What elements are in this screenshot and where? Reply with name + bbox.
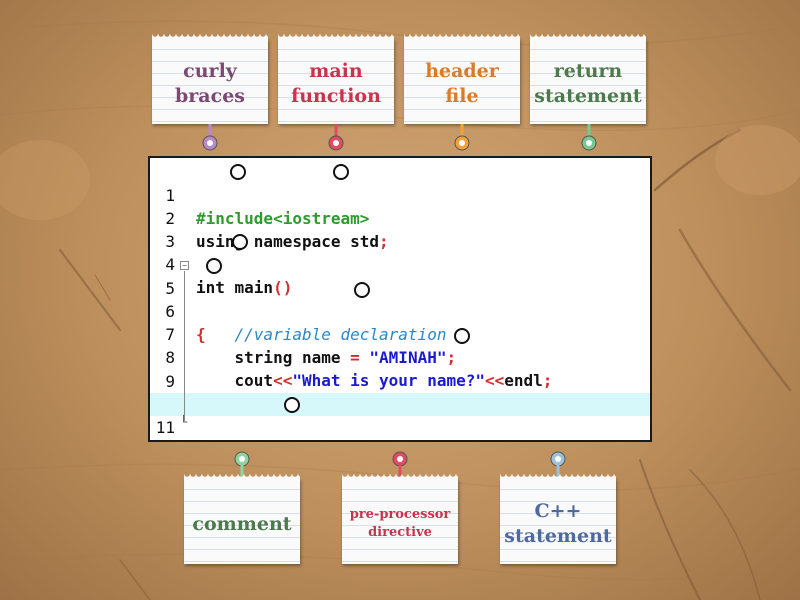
- pin-icon: [202, 124, 218, 151]
- fold-toggle-icon[interactable]: −: [180, 261, 189, 270]
- drop-target-main[interactable]: [232, 234, 248, 250]
- drop-target-preprocessor[interactable]: [333, 164, 349, 180]
- line-number: 6: [165, 302, 175, 321]
- line-number: 9: [165, 372, 175, 391]
- line-number: 7: [165, 325, 175, 344]
- code-line: 2 using namespace std;: [150, 184, 650, 251]
- label-comment[interactable]: comment: [184, 474, 300, 564]
- code-line: 5 − {: [150, 254, 650, 344]
- drop-target-return[interactable]: [284, 397, 300, 413]
- pin-icon: [550, 451, 566, 478]
- code-line: 6 //variable declaration: [150, 277, 650, 344]
- code-line: 3: [150, 207, 650, 251]
- pin-icon: [581, 124, 597, 151]
- label-text: pre-processor directive: [349, 507, 451, 540]
- code-text-content: return 0;: [196, 441, 321, 442]
- code-line: 4 int main(): [150, 230, 650, 297]
- label-header-file[interactable]: header file: [404, 34, 520, 124]
- label-curly-braces[interactable]: curly braces: [152, 34, 268, 124]
- drop-target-header[interactable]: [230, 164, 246, 180]
- code-text: return 0;: [196, 439, 322, 442]
- code-text: string name = "AMINAH";: [196, 348, 457, 367]
- code-line: 10: [150, 370, 650, 414]
- code-text: int main(): [196, 278, 293, 297]
- label-text: return statement: [534, 60, 642, 107]
- fold-end-icon: └: [180, 415, 188, 429]
- code-line: 7 string name = "AMINAH";: [150, 300, 650, 367]
- drop-target-curly-brace[interactable]: [206, 258, 222, 274]
- line-number: 2: [165, 209, 175, 228]
- pin-icon: [454, 124, 470, 151]
- label-text: header file: [425, 60, 499, 107]
- drop-target-comment[interactable]: [354, 282, 370, 298]
- label-return-statement[interactable]: return statement: [530, 34, 646, 124]
- drop-target-statement[interactable]: [454, 328, 470, 344]
- pin-icon: [328, 124, 344, 151]
- code-line-current: 11 return 0;: [150, 393, 650, 437]
- code-line: 8 cout<<"What is your name?"<<endl;: [150, 323, 650, 390]
- fold-guide-line: [184, 271, 185, 421]
- code-editor: 1 #include<iostream> 2 using namespace s…: [148, 156, 652, 442]
- label-text: comment: [192, 512, 292, 535]
- label-text: C++ statement: [504, 500, 612, 547]
- line-number: 3: [165, 232, 175, 251]
- code-text: using namespace std;: [196, 232, 389, 251]
- line-number: 8: [165, 348, 175, 367]
- label-cpp-statement[interactable]: C++ statement: [500, 474, 616, 564]
- line-number: 5: [165, 279, 175, 298]
- code-line: 9 cout<<"My name is "<<name;: [150, 347, 650, 414]
- code-text: #include<iostream>: [196, 209, 370, 228]
- line-number: 12: [150, 439, 175, 440]
- code-line: 1 #include<iostream>: [150, 161, 650, 228]
- line-number: 4: [165, 255, 175, 274]
- label-main-function[interactable]: main function: [278, 34, 394, 124]
- code-text: //variable declaration: [234, 325, 447, 344]
- label-preprocessor-directive[interactable]: pre-processor directive: [342, 474, 458, 564]
- label-text: curly braces: [175, 60, 245, 107]
- label-text: main function: [291, 60, 381, 107]
- line-number: 11: [155, 418, 175, 437]
- code-text: {: [196, 325, 206, 344]
- code-text: cout<<"What is your name?"<<endl;: [196, 371, 553, 390]
- line-number: 1: [165, 186, 175, 205]
- code-line: 12 └ }: [150, 416, 650, 439]
